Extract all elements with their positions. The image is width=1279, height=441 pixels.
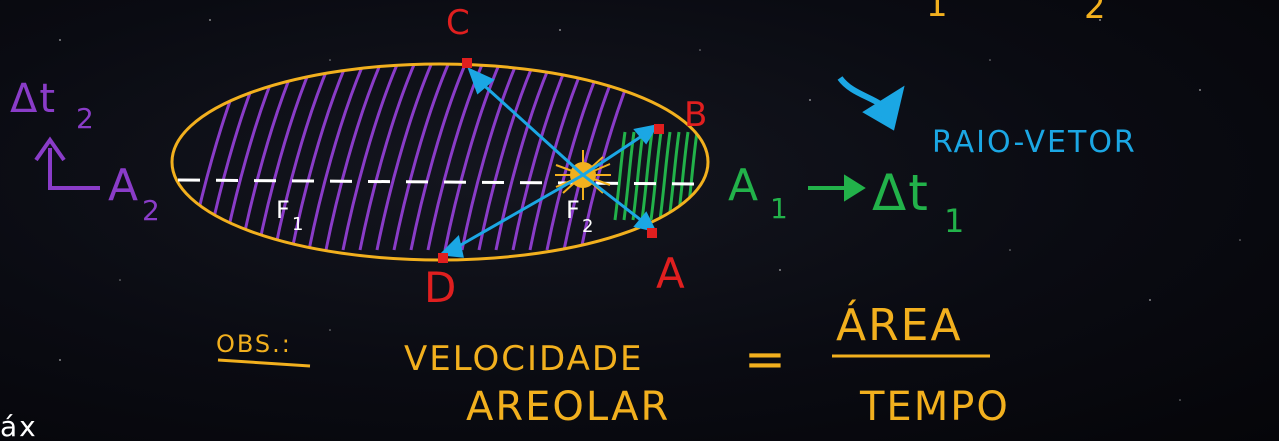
orbit-ellipse — [170, 62, 710, 262]
radius-vectors — [438, 67, 660, 258]
purple-hatch-stroke — [273, 64, 333, 251]
arrowhead-c — [467, 67, 495, 95]
a1-to-dt1-arrow — [808, 174, 866, 202]
area-text: ÁREA — [836, 298, 963, 351]
svg-text:2: 2 — [142, 194, 162, 227]
purple-hatch-stroke — [528, 64, 588, 251]
purple-hatch-stroke — [511, 64, 571, 251]
starfield — [59, 19, 1241, 411]
purple-hatch-stroke — [205, 64, 265, 251]
green-hatch-stroke — [649, 131, 663, 221]
area-a1-label: A 1 — [728, 160, 790, 225]
green-hatch-stroke — [685, 131, 699, 221]
svg-text:1: 1 — [292, 214, 305, 235]
top-partial-1: 1 — [926, 0, 950, 25]
point-b-label: B — [684, 95, 709, 135]
purple-hatch-stroke — [290, 64, 350, 251]
obs-label: OBS.: — [216, 330, 292, 358]
purple-hatch-stroke — [324, 64, 384, 251]
purple-hatch-stroke — [443, 64, 503, 251]
point-c-label: C — [446, 3, 472, 43]
area-a2-label: A 2 — [108, 160, 162, 227]
equals-sign: = — [744, 330, 788, 388]
major-axis-dashed — [177, 178, 701, 186]
focus-f2-label: F 2 — [566, 196, 595, 237]
vector-to-b — [582, 130, 649, 177]
a2-to-dt2-arrow — [34, 136, 100, 190]
purple-hatch-stroke — [460, 64, 520, 251]
purple-hatch-stroke — [341, 64, 401, 251]
vector-to-d — [451, 173, 584, 252]
green-hatch-stroke — [613, 131, 627, 221]
svg-text:Δt: Δt — [10, 76, 57, 122]
svg-text:2: 2 — [582, 216, 595, 237]
purple-hatch-stroke — [188, 64, 248, 251]
green-hatch-stroke — [631, 131, 645, 221]
delta-t2-label: Δt 2 — [10, 76, 96, 135]
svg-text:A: A — [728, 160, 760, 211]
tempo-text: TEMPO — [859, 384, 1010, 430]
purple-hatch-stroke — [307, 64, 367, 251]
orbit-points — [438, 58, 664, 263]
raio-vetor-label: RAIO-VETOR — [932, 125, 1137, 160]
top-partial-2: 2 — [1084, 0, 1108, 27]
purple-hatch-stroke — [409, 64, 469, 251]
purple-hatch-stroke — [358, 64, 418, 251]
svg-text:F: F — [276, 196, 292, 224]
svg-text:1: 1 — [944, 202, 966, 240]
point-d-label: D — [424, 263, 458, 312]
obs-underline — [217, 358, 311, 368]
purple-hatch-stroke — [477, 64, 537, 251]
raio-vetor-arrow — [837, 76, 905, 131]
svg-text:Δt: Δt — [872, 164, 930, 222]
green-hatch-stroke — [658, 131, 672, 221]
svg-text:1: 1 — [770, 192, 790, 225]
purple-hatch-stroke — [375, 64, 435, 251]
purple-hatch-stroke — [256, 64, 316, 251]
svg-text:F: F — [566, 196, 582, 224]
svg-text:2: 2 — [76, 102, 96, 135]
vector-to-a — [582, 173, 647, 226]
purple-hatch-stroke — [392, 64, 452, 251]
vector-to-c — [476, 78, 585, 177]
point-d-marker — [438, 253, 448, 263]
velocidade-text: VELOCIDADE — [404, 339, 644, 379]
areolar-text: AREOLAR — [466, 384, 670, 430]
green-hatch-stroke — [640, 131, 654, 221]
purple-hatch-stroke — [222, 64, 282, 251]
svg-text:A: A — [108, 160, 140, 211]
focus-f1-label: F 1 — [276, 196, 305, 235]
point-a-label: A — [656, 249, 687, 298]
point-a-marker — [647, 228, 657, 238]
purple-hatch-stroke — [494, 64, 554, 251]
arrowhead-a — [633, 211, 657, 233]
delta-t1-label: Δt 1 — [872, 164, 966, 240]
point-b-marker — [654, 124, 664, 134]
point-c-marker — [462, 58, 472, 68]
corner-partial-text: áx — [0, 410, 38, 441]
arrowhead-b — [633, 123, 660, 145]
arrowhead-d — [438, 235, 464, 258]
